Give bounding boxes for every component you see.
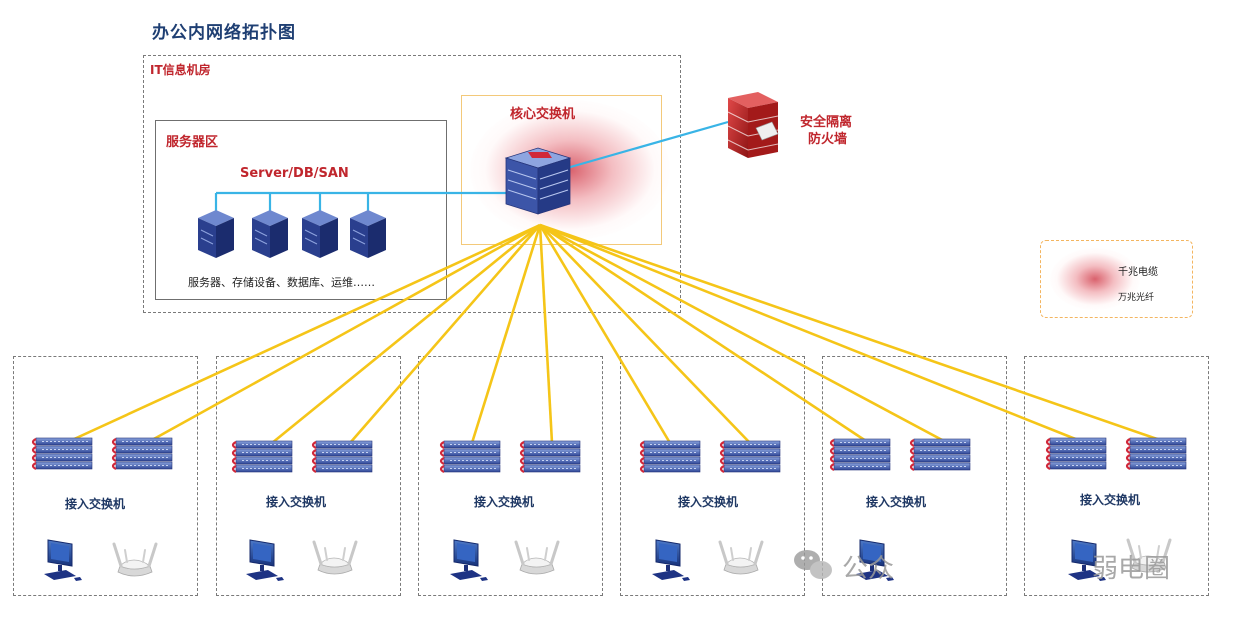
server-icon-1	[197, 209, 235, 259]
watermark-text-1: 公众	[842, 554, 895, 584]
access-switch-icon-1a	[31, 436, 94, 471]
watermark-text-2: 弱电圈	[1092, 554, 1171, 584]
uplink-2a	[271, 223, 541, 445]
access-switch-icon-3a	[439, 439, 502, 474]
uplink-3a	[470, 224, 542, 444]
firewall-label-2: 防火墙	[808, 132, 848, 147]
computer-icon-2	[245, 539, 285, 582]
access-zone-4	[620, 356, 805, 596]
fiber-lines	[214, 120, 729, 212]
firewall-link	[559, 120, 729, 172]
access-switch-label-3: 接入交换机	[474, 495, 535, 509]
uplink-3b	[538, 224, 554, 444]
uplink-4a	[538, 224, 672, 444]
server-db-san-label: Server/DB/SAN	[240, 166, 349, 181]
access-switch-label-4: 接入交换机	[678, 495, 739, 509]
computer-icon-1	[43, 539, 83, 582]
legend-item-10g-fiber: 万兆光纤	[1118, 293, 1155, 303]
diagram-title: 办公内网络拓扑图	[152, 23, 296, 43]
server-icon-2	[251, 209, 289, 259]
server-icon-4	[349, 209, 387, 259]
uplink-6b	[539, 223, 1161, 442]
access-switch-icon-3b	[519, 439, 582, 474]
access-switch-icon-5a	[829, 437, 892, 472]
access-switch-label-1: 接入交换机	[65, 497, 126, 511]
access-switch-icon-4b	[719, 439, 782, 474]
server-zone	[155, 120, 447, 300]
server-devices-label: 服务器、存储设备、数据库、运维……	[188, 276, 375, 289]
firewall-icon	[727, 92, 779, 158]
wireless-ap-icon-3	[514, 540, 560, 576]
server-zone-label: 服务器区	[166, 135, 219, 150]
computer-icon-4	[651, 539, 691, 582]
uplink-5a	[539, 223, 867, 443]
access-switch-icon-5b	[909, 437, 972, 472]
uplink-2b	[349, 224, 541, 444]
computer-icon-3	[449, 539, 489, 582]
access-switch-icon-4a	[639, 439, 702, 474]
access-zone-6	[1024, 356, 1209, 596]
it-room-zone	[143, 55, 681, 313]
access-zone-5	[822, 356, 1007, 596]
access-switch-icon-1b	[111, 436, 174, 471]
access-switch-label-5: 接入交换机	[866, 495, 927, 509]
legend-box	[1040, 240, 1193, 318]
core-switch-label: 核心交换机	[510, 107, 576, 122]
access-switch-label-2: 接入交换机	[266, 495, 327, 509]
access-switch-icon-6b	[1125, 436, 1188, 471]
wireless-ap-icon-1	[112, 542, 158, 578]
access-switch-icon-6a	[1045, 436, 1108, 471]
it-room-label: IT信息机房	[150, 63, 211, 77]
wechat-icon	[794, 550, 832, 579]
legend-item-gigabit-cable: 千兆电缆	[1118, 267, 1158, 278]
access-zone-1	[13, 356, 198, 596]
wireless-ap-icon-2	[312, 540, 358, 576]
server-icon-3	[301, 209, 339, 259]
access-zone-3	[418, 356, 603, 596]
access-zone-2	[216, 356, 401, 596]
access-switch-icon-2a	[231, 439, 294, 474]
legend-glow	[1050, 248, 1140, 310]
uplink-lines	[71, 223, 1161, 445]
uplink-1a	[71, 223, 541, 442]
uplink-5b	[539, 223, 945, 443]
core-switch-icon	[504, 147, 572, 215]
wireless-ap-icon-4	[718, 540, 764, 576]
uplink-1b	[151, 223, 541, 442]
uplink-6a	[539, 223, 1079, 442]
access-switch-icon-2b	[311, 439, 374, 474]
access-switch-label-6: 接入交换机	[1080, 493, 1141, 507]
uplink-4b	[539, 224, 751, 444]
firewall-label-1: 安全隔离	[800, 115, 853, 130]
